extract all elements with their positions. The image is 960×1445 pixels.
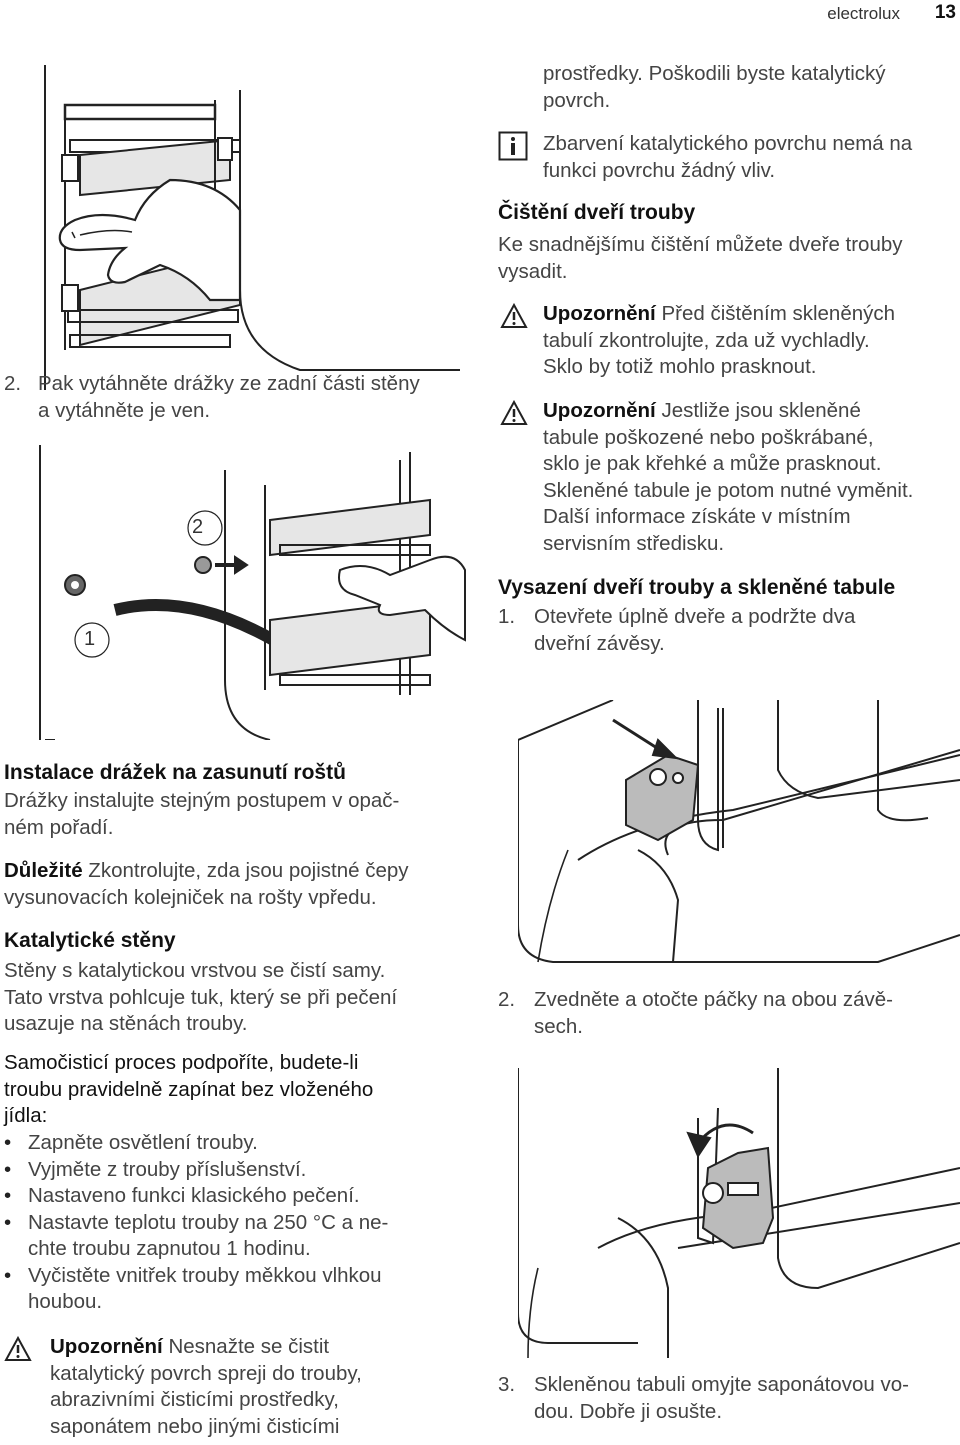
curved-arrow-icon [113,599,294,656]
figure-shelf-runners-numbered [35,440,475,740]
important-label: Důležité [4,859,83,882]
figure-hinge-lever [518,1068,960,1358]
info-icon [498,131,528,166]
warning-note-damaged-glass: Upozornění Jestliže jsou skleněné tabule… [543,399,914,555]
step-number: 2. [4,372,22,395]
continued-text: prostředky. Poškodili byste katalytický … [543,62,886,112]
section-title-doors: Čištění dveří trouby [498,201,696,224]
step-text-line: a vytáhněte je ven. [38,398,211,422]
warning-icon [500,302,528,334]
figure-door-hinge [518,700,960,980]
hand-icon [58,178,242,302]
header-brand: electrolux [827,4,900,23]
figure-shelf-runner-removal [40,60,460,390]
doors-text: Ke snadnějšímu čištění můžete dveře trou… [498,233,903,283]
page-number: 13 [934,2,956,23]
list-item: Vyčistěte vnitřek trouby měkkou vlhkouho… [4,1263,474,1316]
section-title-remove-door: Vysazení dveří trouby a skleněné tabule [498,576,896,599]
left-step-2: 2. Pak vytáhněte drážky ze zadní části s… [4,371,484,422]
list-item: Nastavte teplotu trouby na 250 °C a ne-c… [4,1210,474,1263]
label-1: 1 [84,628,96,650]
warning-icon [4,1335,32,1367]
section-title-catalytic: Katalytické stěny [4,929,176,952]
important-note: Důležité Zkontrolujte, zda jsou pojistné… [4,859,409,909]
list-item: Zapněte osvětlení trouby. [4,1130,474,1157]
step-text-line: Pak vytáhněte drážky ze zadní části stěn… [38,372,420,395]
catalytic-text: Stěny s katalytickou vrstvou se čistí sa… [4,959,398,1035]
warning-icon [500,399,528,431]
label-2: 2 [192,516,204,538]
bullet-list: Zapněte osvětlení trouby. Vyjměte z trou… [4,1130,474,1316]
info-note: Zbarvení katalytického povrchu nemá na f… [543,132,913,182]
install-text: Drážky instalujte stejným postupem v opa… [4,789,400,839]
list-item: Nastaveno funkci klasického pečení. [4,1183,474,1210]
warning-note-left: Upozornění Nesnažte se čistit katalytick… [50,1335,362,1438]
list-item: Vyjměte z trouby příslušenství. [4,1157,474,1184]
self-clean-intro: Samočisticí proces podpoříte, budete-li … [4,1051,374,1127]
warning-note-cooling: Upozornění Před čištěním skleněných tabu… [543,302,896,378]
section-title-install: Instalace drážek na zasunutí roštů [4,761,346,784]
